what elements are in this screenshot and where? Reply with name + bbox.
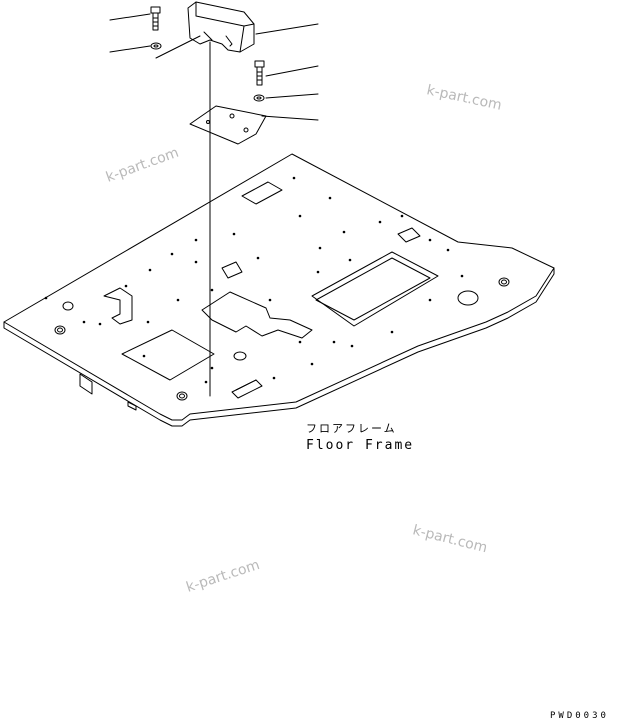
mount-plate	[189, 105, 267, 145]
round-hole	[176, 391, 188, 401]
small-hole	[146, 320, 150, 324]
small-hole	[332, 340, 336, 344]
bolt-head	[254, 60, 265, 68]
round-hole	[62, 301, 74, 311]
watermark: k-part.com	[425, 82, 503, 114]
small-hole	[318, 246, 322, 250]
bolt-head	[150, 6, 161, 14]
small-hole	[310, 362, 314, 366]
watermark: k-part.com	[184, 557, 261, 596]
round-hole	[179, 393, 185, 399]
part-label-jp: フロアフレーム	[306, 422, 397, 435]
slot-top	[241, 181, 283, 205]
round-hole	[57, 327, 63, 333]
washer-hole	[256, 96, 262, 100]
square-opening	[121, 329, 215, 381]
small-hole	[342, 230, 346, 234]
large-opening	[311, 251, 439, 327]
small-hole	[268, 298, 272, 302]
assembly-line	[155, 35, 201, 59]
slot-bottom	[231, 379, 263, 399]
floor-frame-plate-edge	[3, 267, 555, 427]
drawing-code: PWD0030	[550, 711, 609, 721]
floor-frame-plate	[3, 153, 555, 421]
small-hole	[142, 354, 146, 358]
mount-plate-hole	[243, 127, 249, 133]
small-hole	[232, 232, 236, 236]
small-hole	[98, 322, 102, 326]
leader-line	[109, 45, 151, 53]
mount-plate-hole	[206, 120, 210, 124]
small-hole	[348, 258, 352, 262]
small-hole	[328, 196, 332, 200]
small-hole	[194, 238, 198, 242]
small-hole	[298, 214, 302, 218]
small-hole	[210, 366, 214, 370]
side-bracket	[79, 373, 93, 395]
small-hole	[428, 298, 432, 302]
small-hole	[44, 296, 48, 300]
small-hole	[350, 344, 354, 348]
small-hole	[210, 288, 214, 292]
bolt-thread	[152, 17, 159, 27]
bolt-thread	[256, 71, 263, 81]
small-hole	[256, 256, 260, 260]
side-bracket-tab	[127, 401, 137, 411]
small-hole	[378, 220, 382, 224]
large-opening-rim	[315, 257, 431, 321]
small-hole	[170, 252, 174, 256]
round-hole	[498, 277, 510, 287]
hole-dots	[44, 176, 464, 384]
leader-line	[261, 115, 319, 121]
small-hole	[204, 380, 208, 384]
small-hole	[316, 270, 320, 274]
watermark: k-part.com	[411, 522, 489, 556]
watermark: k-part.com	[104, 145, 181, 186]
small-hole	[176, 298, 180, 302]
mount-block-slot	[225, 35, 233, 47]
leader-line	[265, 65, 319, 77]
small-hole	[446, 248, 450, 252]
part-label-en: Floor Frame	[306, 438, 414, 453]
slot-right	[397, 227, 421, 243]
leader-line	[109, 13, 151, 21]
small-hole	[460, 274, 464, 278]
small-hole	[400, 214, 404, 218]
round-hole	[54, 325, 66, 335]
small-hole	[82, 320, 86, 324]
round-hole	[233, 351, 247, 361]
slot-mid	[221, 261, 243, 279]
mount-block-slot	[203, 31, 213, 41]
small-hole	[390, 330, 394, 334]
small-hole	[194, 260, 198, 264]
mount-block-face	[239, 25, 245, 53]
round-hole	[501, 279, 507, 285]
mount-block-face	[195, 1, 255, 27]
small-hole	[124, 284, 128, 288]
mount-plate-hole	[229, 113, 235, 119]
small-hole	[298, 340, 302, 344]
washer	[253, 94, 265, 102]
leader-line	[265, 93, 319, 99]
leader-line	[255, 23, 319, 35]
small-hole	[292, 176, 296, 180]
slot-bottom-inner	[235, 379, 257, 391]
washer	[150, 42, 162, 50]
center-cutout	[201, 291, 313, 339]
round-hole	[457, 290, 479, 306]
small-hole	[272, 376, 276, 380]
small-hole	[148, 268, 152, 272]
mount-block	[187, 1, 255, 53]
small-hole	[428, 238, 432, 242]
mount-bracket-left	[103, 287, 133, 325]
washer-hole	[153, 44, 159, 48]
